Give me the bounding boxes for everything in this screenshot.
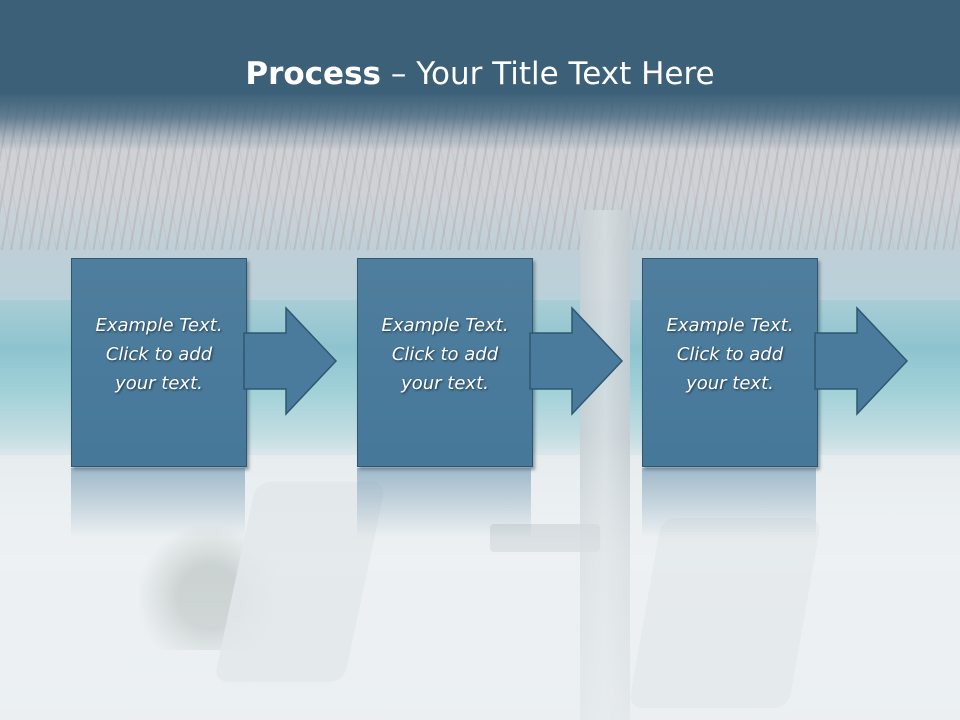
process-step-3-text: Example Text. Click to add your text.: [666, 315, 794, 394]
process-step-2-box[interactable]: Example Text. Click to add your text.: [357, 258, 533, 467]
process-arrow-2-icon: [529, 306, 624, 416]
process-step-1-reflection: [71, 468, 245, 538]
process-step-2-reflection: [357, 468, 531, 538]
process-arrow-3-icon: [814, 306, 909, 416]
title-bar: [0, 0, 960, 150]
process-step-2-text: Example Text. Click to add your text.: [381, 315, 509, 394]
title-bold-text: Process: [245, 56, 381, 92]
slide-title[interactable]: Process – Your Title Text Here: [0, 54, 960, 94]
process-step-1-text: Example Text. Click to add your text.: [95, 315, 223, 394]
process-step-1-box[interactable]: Example Text. Click to add your text.: [71, 258, 247, 467]
process-arrow-1-icon: [243, 306, 338, 416]
process-step-3-reflection: [642, 468, 816, 538]
title-rest-text: – Your Title Text Here: [381, 56, 715, 92]
process-step-3-box[interactable]: Example Text. Click to add your text.: [642, 258, 818, 467]
background-fade: [0, 440, 960, 720]
